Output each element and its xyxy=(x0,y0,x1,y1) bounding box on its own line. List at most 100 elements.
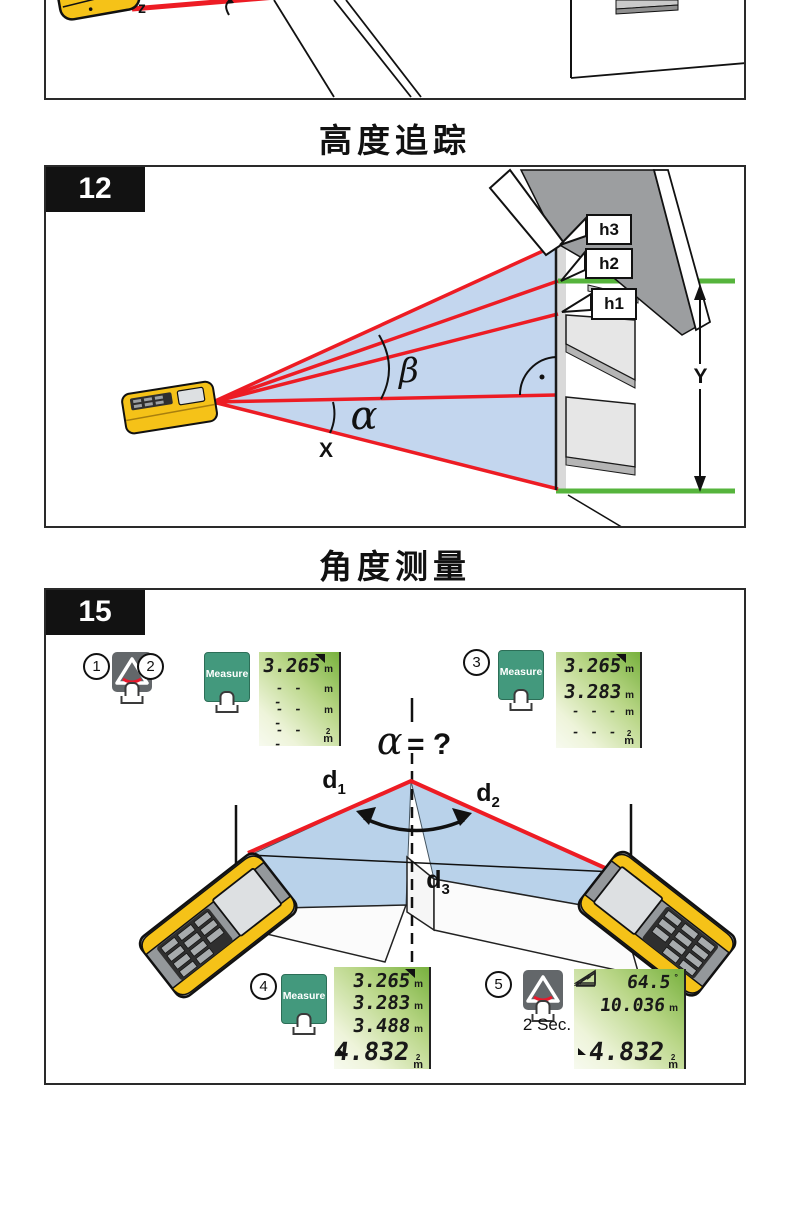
laser-beam-horizontal xyxy=(212,393,557,404)
y-arrow-bottom xyxy=(694,476,706,492)
wall-bottom-edge xyxy=(570,62,744,79)
laser-meter-device-left xyxy=(138,852,298,999)
display-row: - - -m xyxy=(571,704,634,718)
display-cursor-icon xyxy=(616,654,626,663)
press-finger-icon xyxy=(215,691,239,713)
section-title-height-tracking: 高度追踪 xyxy=(319,122,471,159)
window-upper-sill xyxy=(565,343,636,389)
laser-meter-device-right xyxy=(577,850,737,997)
laser-beam-h1 xyxy=(212,312,559,404)
angle-function-button xyxy=(523,970,563,1022)
laser-meter-device xyxy=(121,380,218,435)
d3-baseline xyxy=(247,854,616,873)
laser-beam-h2 xyxy=(212,279,559,404)
d2-label: d2 xyxy=(476,779,500,811)
laser-beam-h3 xyxy=(212,243,557,404)
height-tracking-drawing xyxy=(121,168,735,526)
beta-arc xyxy=(378,334,390,400)
two-seconds-note: 2 Sec. xyxy=(522,1015,572,1034)
laser-beam-low xyxy=(212,400,559,491)
window-lower-sill xyxy=(565,456,636,476)
beta-label: β xyxy=(399,351,419,391)
angle-sweep-arrow xyxy=(363,816,465,833)
y-arrow-top xyxy=(694,284,706,300)
display-cursor-icon xyxy=(578,1048,586,1055)
laser-beam xyxy=(131,0,271,12)
display-spacer xyxy=(578,1018,678,1037)
measure-button-label: Measure xyxy=(499,666,543,678)
partial-figure-drawing xyxy=(54,0,744,98)
z-label: z xyxy=(138,0,146,17)
sweep-arrowhead-right xyxy=(452,808,472,826)
floor-line xyxy=(345,0,422,98)
laser-meter-device xyxy=(54,0,141,21)
press-finger-icon xyxy=(292,1013,316,1035)
wall-shade xyxy=(556,244,566,490)
angle-measurement-drawing xyxy=(138,698,737,1047)
y-label: Y xyxy=(687,364,714,389)
press-finger-icon xyxy=(509,689,533,711)
slope-distance-icon xyxy=(574,969,596,987)
laser-beams-d1-d2 xyxy=(247,779,624,878)
measurement-fan xyxy=(213,245,556,489)
h1-callout-tail xyxy=(561,292,592,313)
alpha-question-label: α = ? xyxy=(376,719,452,763)
figure-height-tracking: 12 h3 h2 h1 β α X Y xyxy=(44,165,746,528)
alpha-arc xyxy=(329,401,336,434)
measure-button: Measure xyxy=(498,650,544,711)
step-1-marker: 1 xyxy=(83,653,110,680)
press-finger-icon xyxy=(531,1000,555,1022)
floor-line xyxy=(333,0,412,98)
roof-edge-right xyxy=(652,169,712,332)
figure-number: 12 xyxy=(46,167,145,212)
measure-button-label: Measure xyxy=(205,668,249,680)
d3-label: d3 xyxy=(426,866,450,898)
rotation-arrow-head xyxy=(226,0,234,4)
h1-callout: h1 xyxy=(591,288,637,320)
floor-line xyxy=(273,0,335,98)
press-finger-icon xyxy=(120,682,144,704)
figure-number: 15 xyxy=(46,590,145,635)
ground-edge xyxy=(567,494,622,526)
section-title-angle-measurement: 角度测量 xyxy=(319,548,471,585)
x-label: X xyxy=(318,439,333,462)
display-cursor-icon xyxy=(338,1048,346,1055)
measure-button-label: Measure xyxy=(282,990,326,1002)
display-cursor-icon xyxy=(405,969,415,978)
h2-callout: h2 xyxy=(585,248,633,279)
window-lower xyxy=(565,396,636,468)
measure-button: Measure xyxy=(204,652,250,713)
step-3-marker: 3 xyxy=(463,649,490,676)
d1-label: d1 xyxy=(322,766,346,798)
measure-button: Measure xyxy=(281,974,327,1035)
step-2-marker: 2 xyxy=(137,653,164,680)
window-slab-underside xyxy=(615,4,679,15)
right-angle-arc xyxy=(518,356,557,396)
step-4-marker: 4 xyxy=(250,973,277,1000)
sweep-arrowhead-left xyxy=(356,807,376,825)
figure-partial-top: z xyxy=(44,0,746,100)
right-angle-dot xyxy=(539,374,545,380)
alpha-label: α xyxy=(350,393,378,439)
h3-callout: h3 xyxy=(586,214,632,245)
display-cursor-icon xyxy=(315,654,325,663)
step-5-marker: 5 xyxy=(485,971,512,998)
display-row: - - -m xyxy=(273,681,333,709)
